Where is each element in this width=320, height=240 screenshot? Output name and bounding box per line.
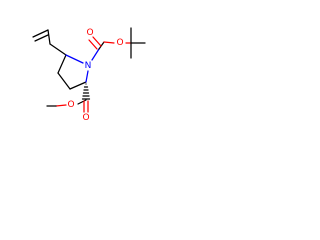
atom-o-ester-carbonyl: O xyxy=(82,113,89,123)
bond-boc-carbonyl-double-1 xyxy=(88,39,98,50)
bond-c4-c3 xyxy=(57,72,71,90)
bond-boc-c-o-ether xyxy=(103,41,115,44)
bond-boc-carbonyl-c xyxy=(98,41,105,50)
bond-n1-carbonyl xyxy=(91,48,100,61)
bond-c5-c4 xyxy=(57,54,67,74)
atom-o-ester-methoxy: O xyxy=(67,100,74,110)
bond-ester-o-methyl xyxy=(55,104,67,107)
bond-vinyl-double xyxy=(32,29,49,38)
atom-o-boc-carbonyl: O xyxy=(86,28,93,38)
bond-ester-c-o-ether xyxy=(77,99,87,105)
bond-c2-n1 xyxy=(85,70,89,83)
atom-n1: N xyxy=(85,61,92,71)
atom-o-boc-ester: O xyxy=(116,38,123,48)
bond-vinyl-double-inner xyxy=(34,34,49,42)
chemical-structure: N O O O O xyxy=(32,27,146,123)
stereo-hash-bond xyxy=(81,83,91,100)
bond-c3-c2 xyxy=(69,81,87,90)
bond-allyl-ch2 xyxy=(49,43,67,56)
bond-boc-carbonyl-double-2 xyxy=(92,36,102,47)
bond-allyl-ch xyxy=(47,29,51,45)
bond-n1-c5 xyxy=(65,54,84,64)
